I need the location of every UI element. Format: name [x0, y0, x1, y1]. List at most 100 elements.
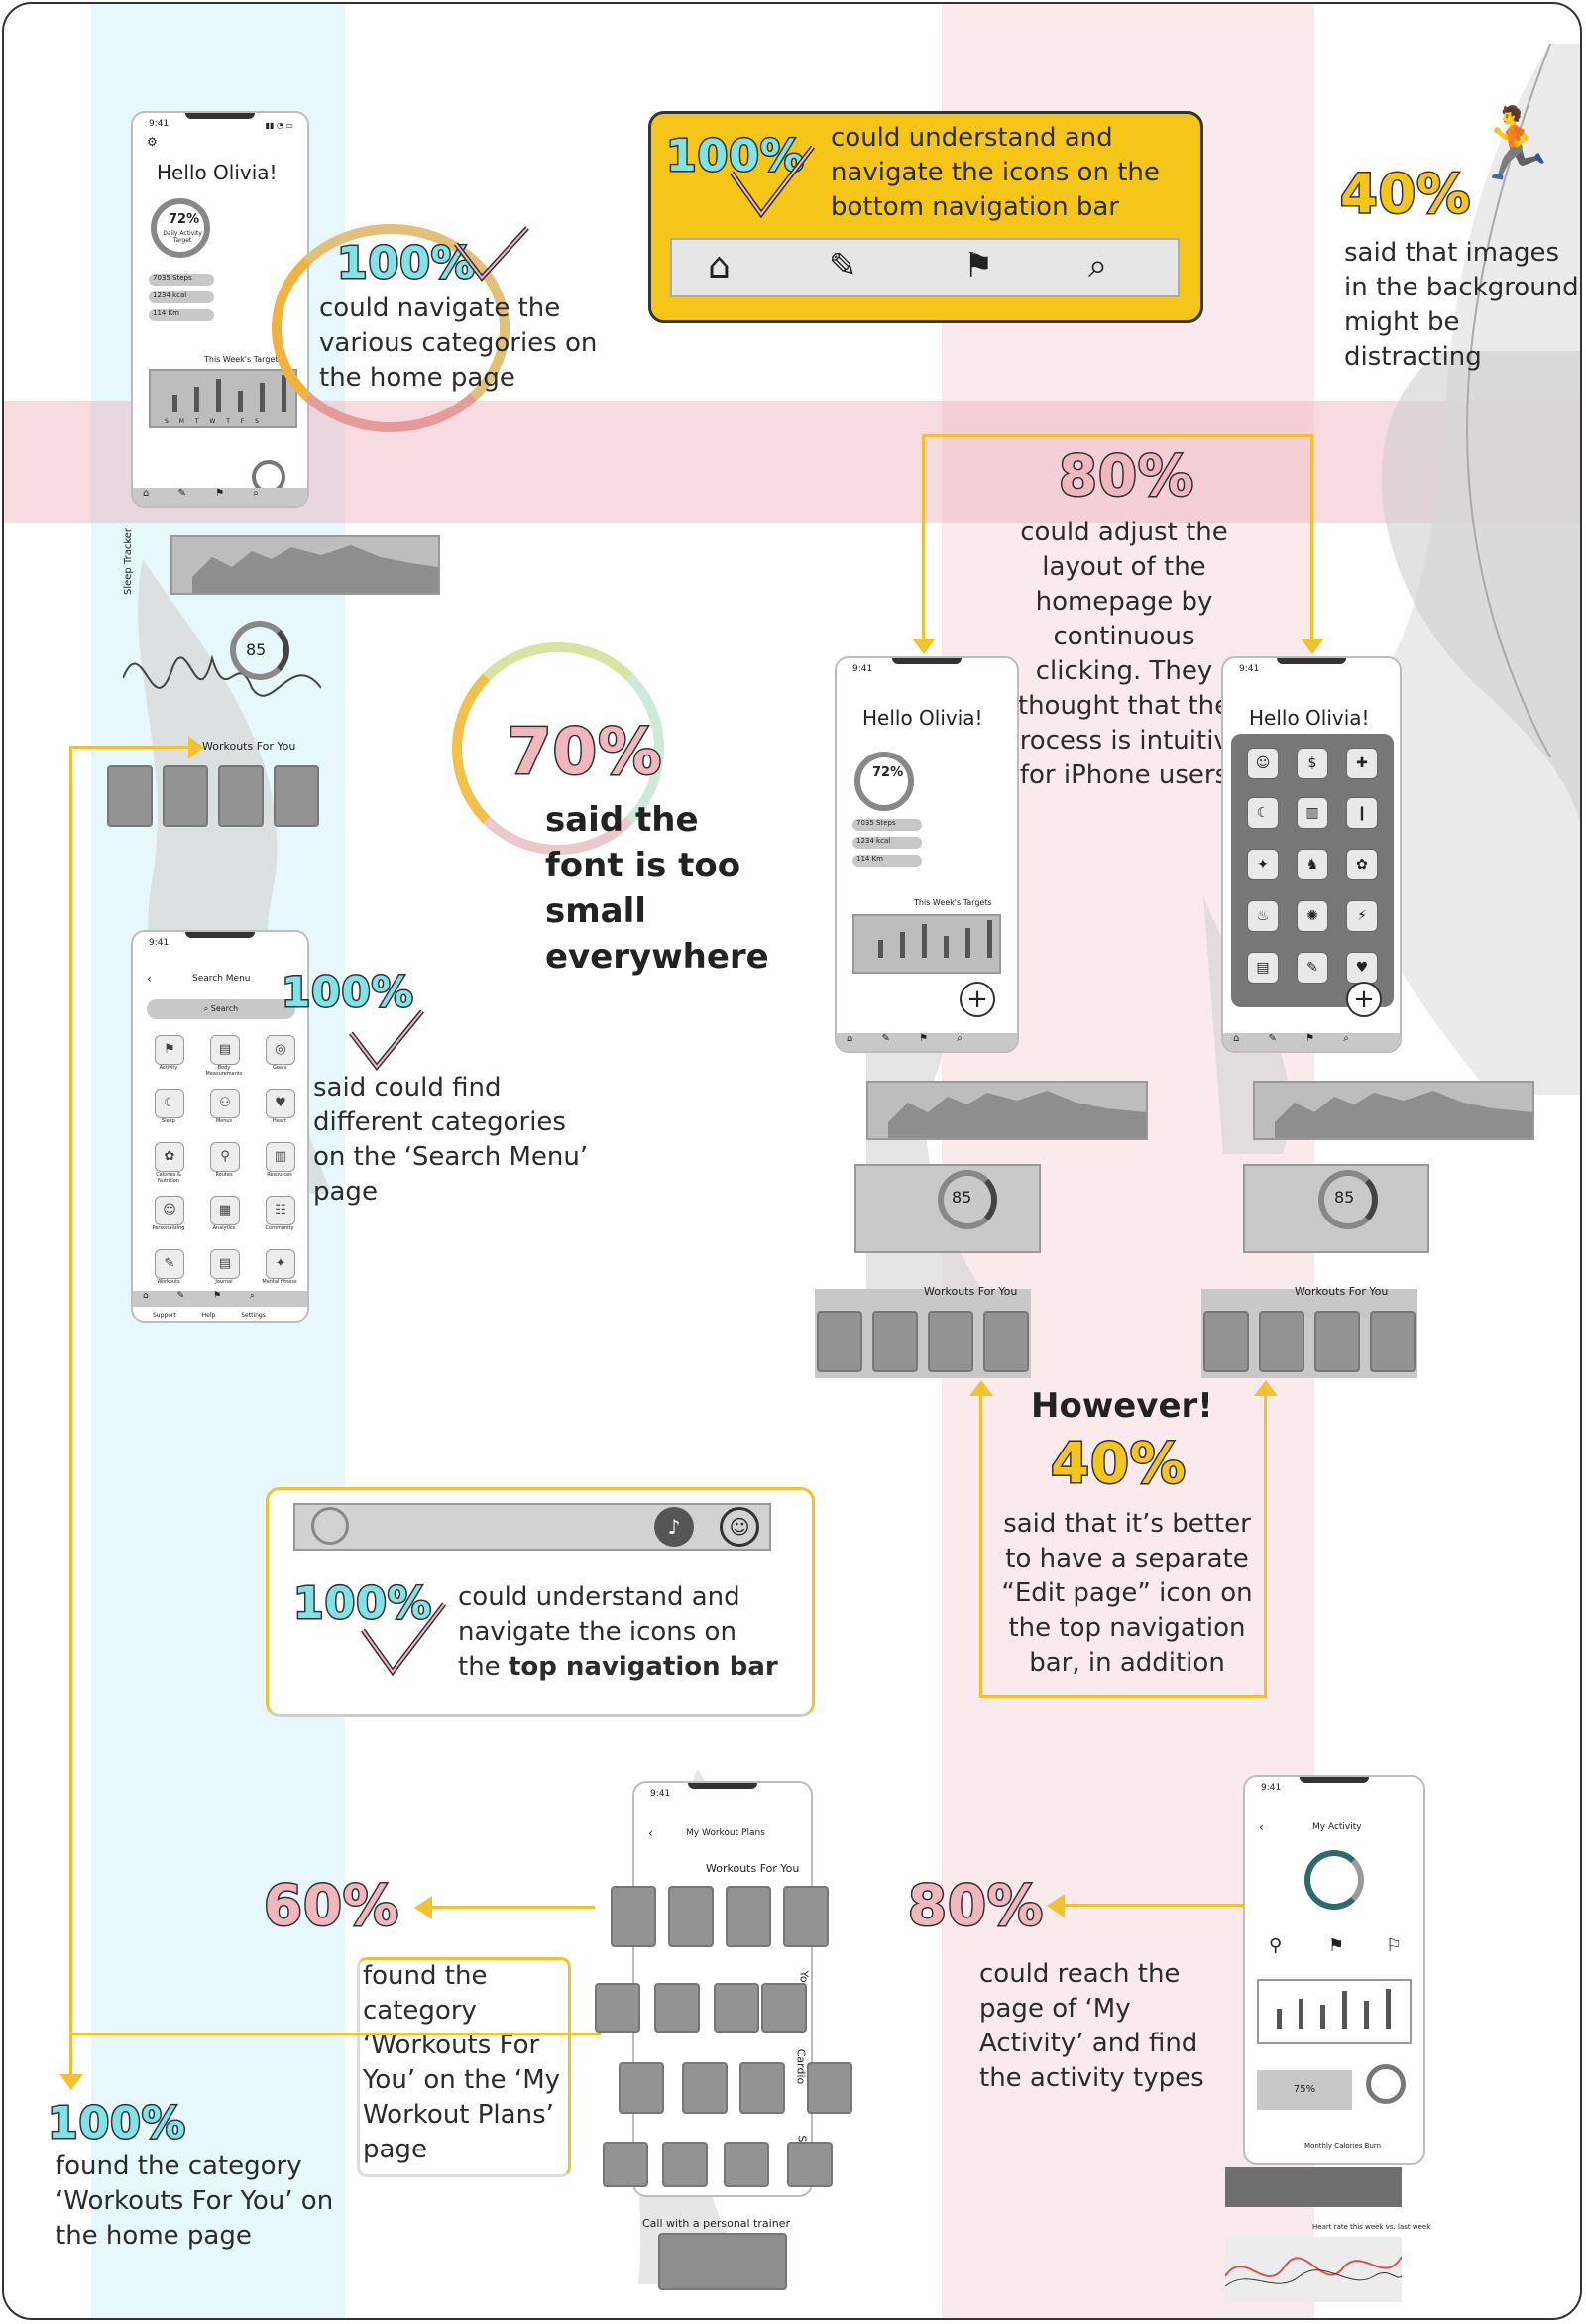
search-category-tile[interactable]: ⚲: [210, 1142, 240, 1172]
stretch-card[interactable]: [603, 2142, 648, 2187]
call-trainer-button[interactable]: [658, 2233, 787, 2290]
back-chevron-icon[interactable]: ‹: [648, 1826, 653, 1840]
daily-target-ring: [854, 752, 914, 811]
search-category-tile[interactable]: ✿: [155, 1142, 184, 1172]
stretch-card[interactable]: [662, 2142, 708, 2187]
search-category-tile[interactable]: ▤: [210, 1249, 240, 1279]
workout-card[interactable]: [1203, 1311, 1249, 1372]
yoga-card[interactable]: [654, 1983, 700, 2033]
tile-icon[interactable]: ⚡: [1346, 900, 1378, 932]
workout-card[interactable]: [274, 765, 319, 827]
workout-card[interactable]: [817, 1311, 862, 1372]
call-trainer-label: Call with a personal trainer: [642, 2217, 790, 2230]
footer-settings[interactable]: Settings: [241, 1312, 266, 1319]
workout-card[interactable]: [668, 1886, 714, 1947]
finding-6-percent: 100%: [281, 967, 415, 1018]
workout-card[interactable]: [1370, 1311, 1416, 1372]
tile-icon[interactable]: ▤: [1247, 952, 1279, 984]
search-category-tile[interactable]: ⚇: [210, 1089, 240, 1118]
tile-icon[interactable]: ▥: [1297, 797, 1328, 829]
search-category-tile[interactable]: ✎: [155, 1249, 184, 1279]
arrow-line: [979, 1695, 1267, 1698]
footer-support[interactable]: Support: [153, 1312, 176, 1319]
gear-icon[interactable]: ⚙: [147, 135, 158, 149]
running-icon: ⚑: [1328, 1935, 1345, 1956]
finding-10-percent: 80%: [906, 1873, 1045, 1940]
search-category-tile[interactable]: ▤: [210, 1035, 240, 1065]
score-ring: [1318, 1170, 1378, 1229]
workout-card[interactable]: [783, 1886, 829, 1947]
top-nav-preview: [293, 1503, 771, 1551]
tile-icon[interactable]: ✿: [1346, 849, 1378, 880]
finding-1-text: could navigate the various categories on…: [319, 293, 598, 393]
home-icon: ⌂: [708, 246, 731, 287]
kcal-pill: 1234 kcal: [149, 291, 214, 303]
steering-wheel-icon: [311, 1507, 349, 1545]
phone-notch: [1300, 1777, 1369, 1783]
tile-icon[interactable]: ✚: [1346, 748, 1378, 779]
cardio-card[interactable]: [682, 2062, 728, 2114]
back-chevron-icon[interactable]: ‹: [147, 972, 152, 986]
tile-icon[interactable]: ✺: [1297, 900, 1328, 932]
cardio-card[interactable]: [619, 2062, 664, 2114]
search-category-tile[interactable]: ☷: [266, 1196, 295, 1225]
tile-icon[interactable]: $: [1297, 748, 1328, 779]
arrow-line: [1264, 1396, 1267, 1697]
search-category-label: Analytics: [212, 1225, 236, 1231]
stretch-card[interactable]: [787, 2142, 833, 2187]
search-category-tile[interactable]: ◎: [266, 1035, 295, 1065]
workout-card[interactable]: [726, 1886, 771, 1947]
workout-card[interactable]: [872, 1311, 918, 1372]
search-input[interactable]: ⌕ Search: [147, 999, 295, 1019]
yoga-card[interactable]: [761, 1983, 807, 2033]
finding-5-text: said the font is too small everywhere: [545, 800, 769, 977]
search-category-tile[interactable]: ☺: [155, 1196, 184, 1225]
search-category-tile[interactable]: ✦: [266, 1249, 295, 1279]
tile-icon[interactable]: ❙: [1346, 797, 1378, 829]
search-category-tile[interactable]: ☾: [155, 1089, 184, 1118]
cardio-card[interactable]: [739, 2062, 785, 2114]
workout-card[interactable]: [611, 1886, 656, 1947]
back-chevron-icon[interactable]: ‹: [1259, 1820, 1264, 1834]
workout-card[interactable]: [163, 765, 208, 827]
tile-icon[interactable]: ☾: [1247, 797, 1279, 829]
footer-help[interactable]: Help: [201, 1312, 216, 1319]
workout-card[interactable]: [983, 1311, 1029, 1372]
tile-icon[interactable]: ♨: [1247, 900, 1279, 932]
phone-notch: [892, 658, 962, 664]
runner-silhouette-icon: 🏃: [1471, 103, 1558, 184]
search-category-label: Activity: [159, 1065, 178, 1071]
workout-card[interactable]: [928, 1311, 973, 1372]
finding-8-percent: 100%: [292, 1577, 433, 1631]
add-widget-button[interactable]: +: [1346, 982, 1382, 1017]
cardio-card[interactable]: [807, 2062, 852, 2114]
stretch-card[interactable]: [724, 2142, 769, 2187]
score-value: 85: [1334, 1188, 1355, 1207]
tile-icon[interactable]: ✦: [1247, 849, 1279, 880]
yoga-card[interactable]: [595, 1983, 640, 2033]
workout-card[interactable]: [218, 765, 264, 827]
workout-card[interactable]: [107, 765, 153, 827]
tile-icon[interactable]: ☺: [1247, 748, 1279, 779]
search-category-tile[interactable]: ⚑: [155, 1035, 184, 1065]
workout-card[interactable]: [1314, 1311, 1360, 1372]
tile-icon[interactable]: ✎: [1297, 952, 1328, 984]
search-category-tile[interactable]: ♥: [266, 1089, 295, 1118]
yoga-card[interactable]: [714, 1983, 759, 2033]
arrow-head: [1047, 1894, 1065, 1917]
search-category-tile[interactable]: ▦: [210, 1196, 240, 1225]
arrow-line: [922, 434, 925, 652]
tile-icon[interactable]: ♞: [1297, 849, 1328, 880]
tile-icon[interactable]: ♥: [1346, 952, 1378, 984]
bottom-nav-bar: ⌂ ✎ ⚑ ⌕: [133, 488, 307, 506]
add-widget-button[interactable]: +: [960, 982, 995, 1017]
workout-card[interactable]: [1259, 1311, 1304, 1372]
status-time: 9:41: [650, 1789, 671, 1799]
search-category-tile[interactable]: ▥: [266, 1142, 295, 1172]
search-category-label: Routes: [215, 1172, 233, 1178]
arrow-line: [1065, 1904, 1245, 1907]
my-activity-title: My Activity: [1312, 1822, 1362, 1832]
bottom-nav-bar: ⌂ ✎ ⚑ ⌕: [837, 1033, 1017, 1051]
arrow-line: [69, 746, 190, 749]
